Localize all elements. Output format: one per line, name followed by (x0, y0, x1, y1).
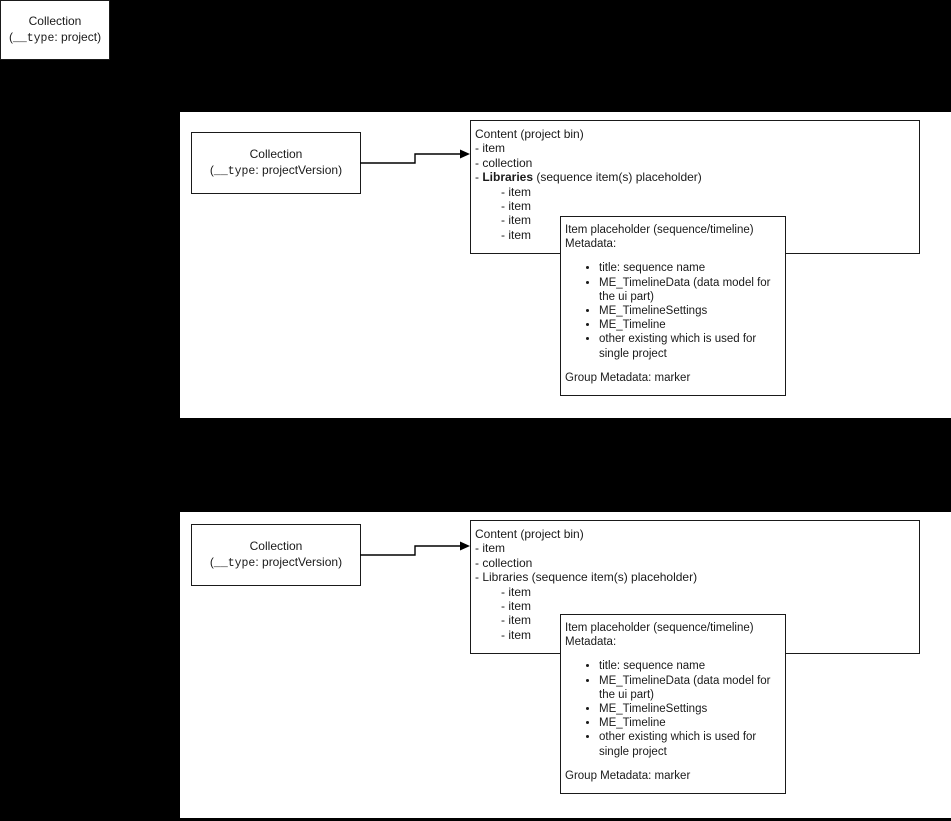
bottom-content-sub-item-4: - item (501, 627, 531, 642)
top-content-sub-item-2: - item (501, 199, 531, 214)
bottom-item-metadata-bullet-1: title: sequence name (599, 659, 781, 673)
diagram-panel-bottom: Collection (__type: projectVersion) Cont… (180, 512, 951, 818)
bottom-item-metadata-bullet-3: ME_TimelineSettings (599, 702, 781, 716)
top-content-libraries-tail: (sequence item(s) placeholder) (533, 170, 702, 185)
bottom-item-metadata-bullet-5: other existing which is used for single … (599, 730, 781, 758)
top-collection-to-content-arrow (360, 149, 470, 164)
bottom-item-group-metadata: Group Metadata: marker (565, 769, 691, 782)
top-collection-subtitle: (__type: projectVersion) (209, 163, 343, 178)
collection-project-type-key: __type (12, 32, 55, 45)
top-item-metadata-label: Metadata: (565, 238, 617, 251)
bottom-collection-title: Collection (249, 539, 303, 553)
bottom-collection-type-value: projectVersion (262, 555, 339, 569)
top-collection-type-key: __type (213, 165, 256, 178)
top-collection-title: Collection (249, 147, 303, 161)
top-content-libraries-label: Libraries (482, 170, 534, 185)
collection-project-box[interactable]: Collection (__type: project) (0, 0, 110, 60)
top-item-heading: Item placeholder (sequence/timeline) (565, 224, 754, 236)
top-content-sub-item-3: - item (501, 213, 531, 228)
top-item-metadata-bullet-4: ME_Timeline (599, 318, 781, 332)
bottom-collection-type-key: __type (213, 557, 256, 570)
top-content-sub-item-4: - item (501, 227, 531, 242)
bottom-item-metadata-label: Metadata: (565, 636, 617, 649)
bottom-content-sub-item-2: - item (501, 599, 531, 614)
bottom-content-line-libraries: - Libraries (sequence item(s) placeholde… (475, 570, 698, 585)
top-item-metadata-bullet-3: ME_TimelineSettings (599, 304, 781, 318)
collection-project-title: Collection (28, 14, 82, 28)
top-item-metadata-bullet-5: other existing which is used for single … (599, 332, 781, 360)
bottom-content-heading: Content (project bin) (475, 527, 584, 541)
top-collection-version-box[interactable]: Collection (__type: projectVersion) (191, 132, 361, 194)
top-collection-type-value: projectVersion (262, 163, 339, 177)
bottom-item-metadata-bullet-2: ME_TimelineData (data model for the ui p… (599, 674, 781, 702)
bottom-item-placeholder-box[interactable]: Item placeholder (sequence/timeline) Met… (560, 614, 786, 794)
top-content-line-item-1: - item (475, 141, 505, 156)
bottom-content-sub-item-3: - item (501, 613, 531, 628)
diagram-panel-top: Collection (__type: projectVersion) Cont… (180, 112, 951, 418)
bottom-item-metadata-list: title: sequence name ME_TimelineData (da… (565, 659, 785, 758)
bottom-item-metadata-bullet-4: ME_Timeline (599, 716, 781, 730)
bottom-content-sub-item-1: - item (501, 584, 531, 599)
top-content-sub-item-1: - item (501, 184, 531, 199)
bottom-collection-version-box[interactable]: Collection (__type: projectVersion) (191, 524, 361, 586)
top-content-line-libraries: - Libraries (sequence item(s) placeholde… (475, 170, 702, 185)
bottom-collection-to-content-arrow (360, 541, 470, 556)
top-content-line-collection: - collection (475, 155, 533, 170)
collection-project-subtitle: (__type: project) (8, 30, 102, 45)
top-item-group-metadata: Group Metadata: marker (565, 371, 691, 384)
top-item-metadata-list: title: sequence name ME_TimelineData (da… (565, 261, 785, 360)
top-content-heading: Content (project bin) (475, 127, 584, 141)
top-item-metadata-bullet-1: title: sequence name (599, 261, 781, 275)
bottom-collection-subtitle: (__type: projectVersion) (209, 555, 343, 570)
bottom-content-line-item-1: - item (475, 541, 505, 556)
bottom-content-line-collection: - collection (475, 555, 533, 570)
top-item-metadata-bullet-2: ME_TimelineData (data model for the ui p… (599, 276, 781, 304)
bottom-item-heading: Item placeholder (sequence/timeline) (565, 622, 754, 634)
top-item-placeholder-box[interactable]: Item placeholder (sequence/timeline) Met… (560, 216, 786, 396)
collection-project-type-value: project (61, 30, 98, 44)
